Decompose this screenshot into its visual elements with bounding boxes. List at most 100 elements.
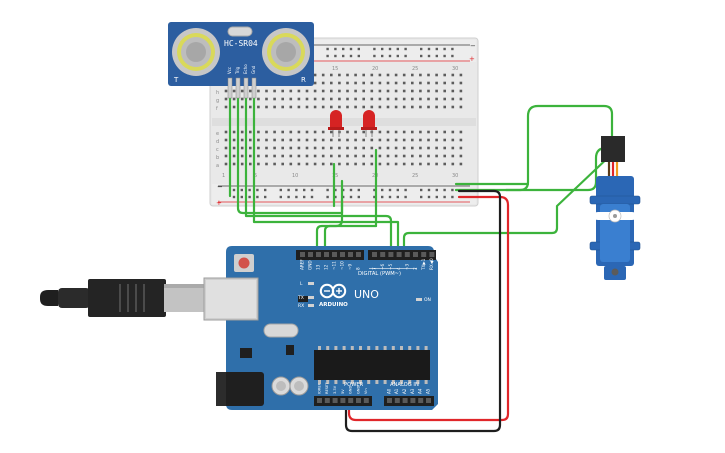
breadboard-hole[interactable] — [411, 162, 414, 166]
header-pin[interactable] — [372, 252, 377, 257]
breadboard-hole[interactable] — [370, 97, 374, 101]
breadboard-hole[interactable] — [411, 81, 414, 85]
reset-button[interactable] — [234, 254, 254, 272]
breadboard-hole[interactable] — [443, 81, 446, 85]
rail-hole[interactable] — [381, 54, 384, 58]
breadboard-hole[interactable] — [435, 154, 438, 158]
header-pin[interactable] — [340, 252, 345, 257]
breadboard-hole[interactable] — [378, 130, 382, 134]
header-pin[interactable] — [394, 398, 400, 403]
rail-hole[interactable] — [287, 195, 290, 199]
usb-cable[interactable] — [40, 279, 204, 317]
breadboard-hole[interactable] — [402, 105, 406, 109]
rail-hole[interactable] — [396, 188, 399, 192]
wire-green[interactable] — [236, 94, 344, 215]
breadboard-hole[interactable] — [249, 154, 252, 158]
breadboard-hole[interactable] — [435, 73, 438, 77]
breadboard-hole[interactable] — [346, 162, 349, 166]
breadboard-hole[interactable] — [313, 146, 317, 150]
breadboard-hole[interactable] — [313, 130, 317, 134]
breadboard-hole[interactable] — [362, 154, 365, 158]
rail-hole[interactable] — [256, 195, 259, 199]
breadboard-hole[interactable] — [265, 146, 268, 150]
servo-motor[interactable] — [589, 136, 641, 280]
breadboard-hole[interactable] — [427, 146, 430, 150]
rail-hole[interactable] — [388, 195, 392, 199]
breadboard-hole[interactable] — [240, 89, 244, 93]
breadboard-hole[interactable] — [451, 130, 455, 134]
breadboard-hole[interactable] — [313, 89, 317, 93]
rail-hole[interactable] — [427, 195, 431, 199]
breadboard-hole[interactable] — [451, 73, 455, 77]
breadboard-hole[interactable] — [459, 89, 463, 93]
breadboard-hole[interactable] — [289, 138, 293, 142]
rail-hole[interactable] — [326, 188, 329, 192]
rail-hole[interactable] — [435, 188, 438, 192]
breadboard-hole[interactable] — [297, 105, 301, 109]
rail-hole[interactable] — [357, 54, 360, 58]
wire-green[interactable] — [252, 94, 400, 254]
breadboard-hole[interactable] — [346, 146, 349, 150]
breadboard-hole[interactable] — [330, 146, 333, 150]
breadboard-hole[interactable] — [443, 162, 446, 166]
breadboard-hole[interactable] — [378, 73, 382, 77]
breadboard-hole[interactable] — [427, 105, 430, 109]
breadboard-hole[interactable] — [224, 162, 228, 166]
breadboard-hole[interactable] — [224, 146, 228, 150]
breadboard-hole[interactable] — [419, 138, 422, 142]
breadboard-hole[interactable] — [346, 81, 349, 85]
rail-hole[interactable] — [404, 195, 407, 199]
rail-hole[interactable] — [357, 195, 360, 199]
breadboard-hole[interactable] — [281, 154, 284, 158]
breadboard-hole[interactable] — [330, 73, 333, 77]
breadboard-hole[interactable] — [249, 105, 252, 109]
rail-hole[interactable] — [349, 54, 353, 58]
breadboard-hole[interactable] — [249, 130, 252, 134]
breadboard-hole[interactable] — [281, 138, 284, 142]
breadboard-hole[interactable] — [362, 105, 365, 109]
breadboard-hole[interactable] — [313, 73, 317, 77]
breadboard-hole[interactable] — [451, 154, 455, 158]
breadboard-hole[interactable] — [394, 138, 398, 142]
breadboard-hole[interactable] — [273, 130, 276, 134]
breadboard-hole[interactable] — [321, 81, 325, 85]
breadboard-hole[interactable] — [232, 97, 236, 101]
rail-hole[interactable] — [240, 195, 243, 199]
breadboard-hole[interactable] — [443, 154, 446, 158]
led-1[interactable] — [328, 110, 344, 137]
breadboard-hole[interactable] — [451, 105, 455, 109]
breadboard-hole[interactable] — [321, 162, 325, 166]
breadboard-hole[interactable] — [378, 154, 382, 158]
breadboard-hole[interactable] — [427, 81, 430, 85]
breadboard-hole[interactable] — [289, 89, 293, 93]
breadboard-hole[interactable] — [240, 105, 244, 109]
header-digital[interactable] — [296, 250, 436, 260]
breadboard-hole[interactable] — [305, 162, 309, 166]
breadboard-hole[interactable] — [370, 162, 374, 166]
rail-hole[interactable] — [443, 54, 446, 58]
breadboard-hole[interactable] — [346, 138, 349, 142]
rail-hole[interactable] — [388, 47, 392, 51]
breadboard-hole[interactable] — [378, 105, 382, 109]
breadboard-hole[interactable] — [394, 130, 398, 134]
rail-hole[interactable] — [373, 47, 376, 51]
breadboard-hole[interactable] — [411, 89, 414, 93]
wire-green[interactable] — [454, 104, 614, 192]
breadboard-hole[interactable] — [427, 138, 430, 142]
rail-hole[interactable] — [443, 188, 446, 192]
breadboard-hole[interactable] — [402, 89, 406, 93]
breadboard-hole[interactable] — [419, 89, 422, 93]
rail-hole[interactable] — [264, 188, 267, 192]
header-pin[interactable] — [317, 398, 322, 403]
breadboard-hole[interactable] — [313, 105, 317, 109]
breadboard-hole[interactable] — [330, 105, 333, 109]
breadboard-hole[interactable] — [273, 97, 276, 101]
breadboard-hole[interactable] — [459, 130, 463, 134]
breadboard-hole[interactable] — [232, 154, 236, 158]
breadboard-hole[interactable] — [354, 81, 357, 85]
breadboard-hole[interactable] — [427, 89, 430, 93]
breadboard-hole[interactable] — [362, 146, 365, 150]
header-pin[interactable] — [426, 398, 431, 403]
breadboard-hole[interactable] — [451, 81, 455, 85]
header-pin[interactable] — [429, 252, 435, 257]
